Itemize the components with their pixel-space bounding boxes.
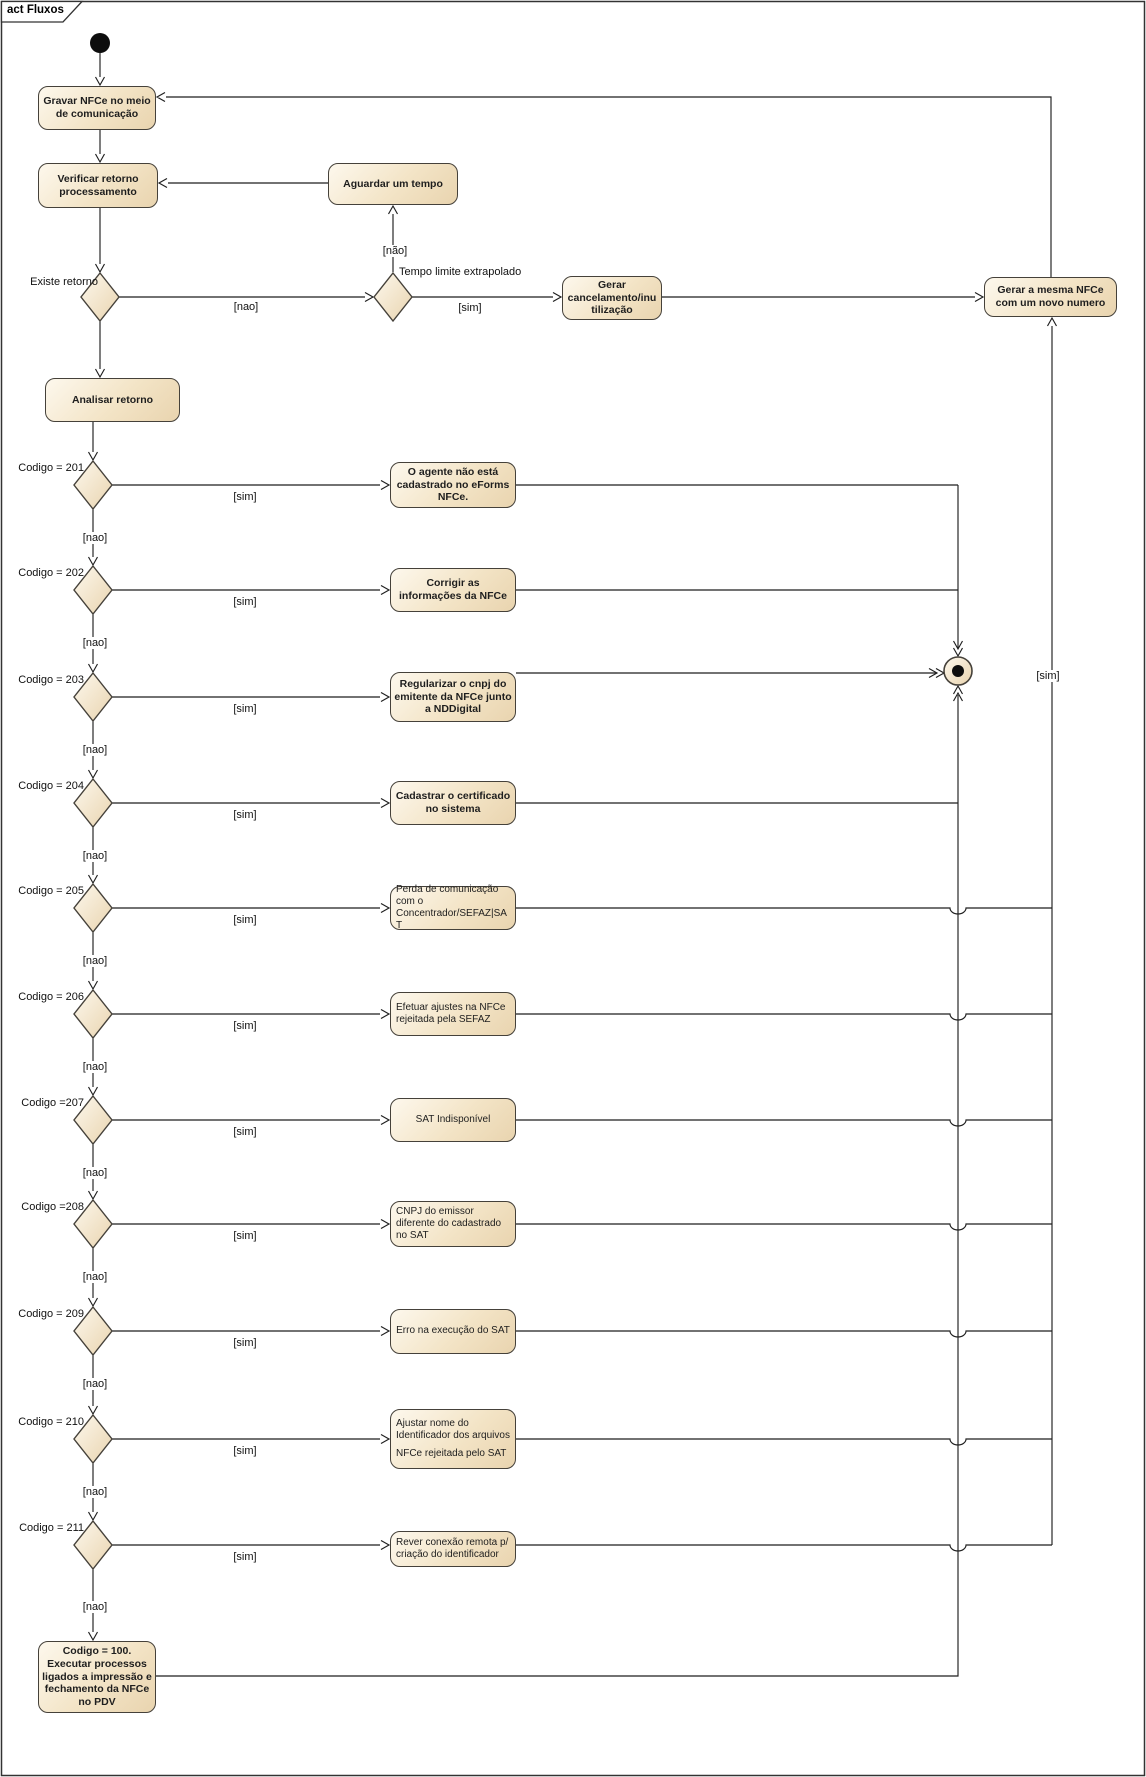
guard-sim-209: [sim] (233, 1337, 257, 1349)
label-existe-retorno: Existe retorno (30, 276, 98, 288)
guard-nao-207: [nao] (69, 1167, 121, 1180)
guard-sim-205: [sim] (233, 914, 257, 926)
action-verificar-retorno[interactable]: Verificar retorno processamento (38, 163, 158, 208)
action-codigo-210-line1: Ajustar nome do Identificador dos arquiv… (396, 1418, 510, 1442)
action-gravar-nfce[interactable]: Gravar NFCe no meio de comunicação (38, 86, 156, 130)
guard-nao-206: [nao] (69, 1061, 121, 1074)
label-condition-204: Codigo = 204 (18, 780, 84, 792)
guard-sim-204: [sim] (233, 809, 257, 821)
guard-nao-208: [nao] (69, 1271, 121, 1284)
guard-sim-208: [sim] (233, 1230, 257, 1242)
action-codigo-209[interactable]: Erro na execução do SAT (390, 1308, 516, 1354)
guard-nao-201: [nao] (69, 532, 121, 545)
guard-nao-203: [nao] (69, 744, 121, 757)
decision-codigo-207[interactable] (73, 1094, 113, 1146)
action-codigo-203[interactable]: Regularizar o cnpj do emitente da NFCe j… (390, 672, 516, 722)
action-analisar-retorno[interactable]: Analisar retorno (45, 378, 180, 422)
guard-sim-tempo-limite: [sim] (458, 302, 482, 314)
guard-nao-202: [nao] (69, 637, 121, 650)
decision-codigo-204[interactable] (73, 777, 113, 829)
action-codigo-202[interactable]: Corrigir as informações da NFCe (390, 568, 516, 612)
action-gerar-cancelamento[interactable]: Gerar cancelamento/inutilização (562, 276, 662, 320)
frame-title: act Fluxos (7, 4, 64, 16)
action-codigo-210[interactable]: Ajustar nome do Identificador dos arquiv… (390, 1409, 516, 1469)
action-codigo-201[interactable]: O agente não está cadastrado no eForms N… (390, 462, 516, 508)
label-condition-208: Codigo =208 (21, 1201, 84, 1213)
label-tempo-limite: Tempo limite extrapolado (399, 266, 522, 278)
action-codigo-205[interactable]: Perda de comunicação com o Concentrador/… (390, 884, 516, 931)
frame-tab (0, 0, 84, 23)
label-condition-210: Codigo = 210 (18, 1416, 84, 1428)
action-codigo-211[interactable]: Rever conexão remota p/ criação do ident… (390, 1531, 516, 1567)
decision-existe-retorno[interactable] (80, 271, 120, 323)
guard-nao-211: [nao] (69, 1601, 121, 1614)
action-aguardar-tempo[interactable]: Aguardar um tempo (328, 163, 458, 205)
guard-sim-203: [sim] (233, 703, 257, 715)
decision-codigo-210[interactable] (73, 1413, 113, 1465)
label-condition-201: Codigo = 201 (18, 462, 84, 474)
guard-sim-210: [sim] (233, 1445, 257, 1457)
decision-codigo-202[interactable] (73, 564, 113, 616)
guard-sim-202: [sim] (233, 596, 257, 608)
action-codigo-206[interactable]: Efetuar ajustes na NFCe rejeitada pela S… (390, 992, 516, 1036)
action-codigo-208[interactable]: CNPJ do emissor diferente do cadastrado … (390, 1201, 516, 1247)
label-condition-205: Codigo = 205 (18, 885, 84, 897)
guard-sim-201: [sim] (233, 491, 257, 503)
initial-node[interactable] (90, 33, 110, 53)
label-condition-209: Codigo = 209 (18, 1308, 84, 1320)
action-gerar-mesma-nfce[interactable]: Gerar a mesma NFCe com um novo numero (984, 277, 1117, 317)
action-codigo-204[interactable]: Cadastrar o certificado no sistema (390, 781, 516, 825)
label-condition-203: Codigo = 203 (18, 674, 84, 686)
decision-codigo-203[interactable] (73, 671, 113, 723)
final-node[interactable] (943, 656, 973, 686)
guard-nao-204: [nao] (69, 850, 121, 863)
label-condition-206: Codigo = 206 (18, 991, 84, 1003)
decision-codigo-205[interactable] (73, 882, 113, 934)
decision-codigo-211[interactable] (73, 1519, 113, 1571)
decision-codigo-201[interactable] (73, 459, 113, 511)
guard-sim-206: [sim] (233, 1020, 257, 1032)
label-condition-211: Codigo = 211 (19, 1522, 84, 1534)
action-codigo-210-line2: NFCe rejeitada pelo SAT (396, 1447, 507, 1459)
action-codigo-100[interactable]: Codigo = 100. Executar processos ligados… (38, 1641, 156, 1713)
label-condition-202: Codigo = 202 (18, 567, 84, 579)
decision-tempo-limite[interactable] (373, 271, 413, 323)
label-condition-207: Codigo =207 (21, 1097, 84, 1109)
decision-codigo-206[interactable] (73, 988, 113, 1040)
decision-codigo-209[interactable] (73, 1305, 113, 1357)
guard-nao-210: [nao] (69, 1486, 121, 1499)
guard-sim-211: [sim] (233, 1551, 257, 1563)
guard-sim-retry-rail: [sim] (1022, 670, 1074, 683)
guard-nao-205: [nao] (69, 955, 121, 968)
guard-sim-207: [sim] (233, 1126, 257, 1138)
guard-nao-209: [nao] (69, 1378, 121, 1391)
guard-nao-tempo-limite: [não] (369, 245, 421, 258)
decision-codigo-208[interactable] (73, 1198, 113, 1250)
guard-nao-existe-retorno: [nao] (233, 301, 259, 313)
action-codigo-207[interactable]: SAT Indisponível (390, 1098, 516, 1142)
